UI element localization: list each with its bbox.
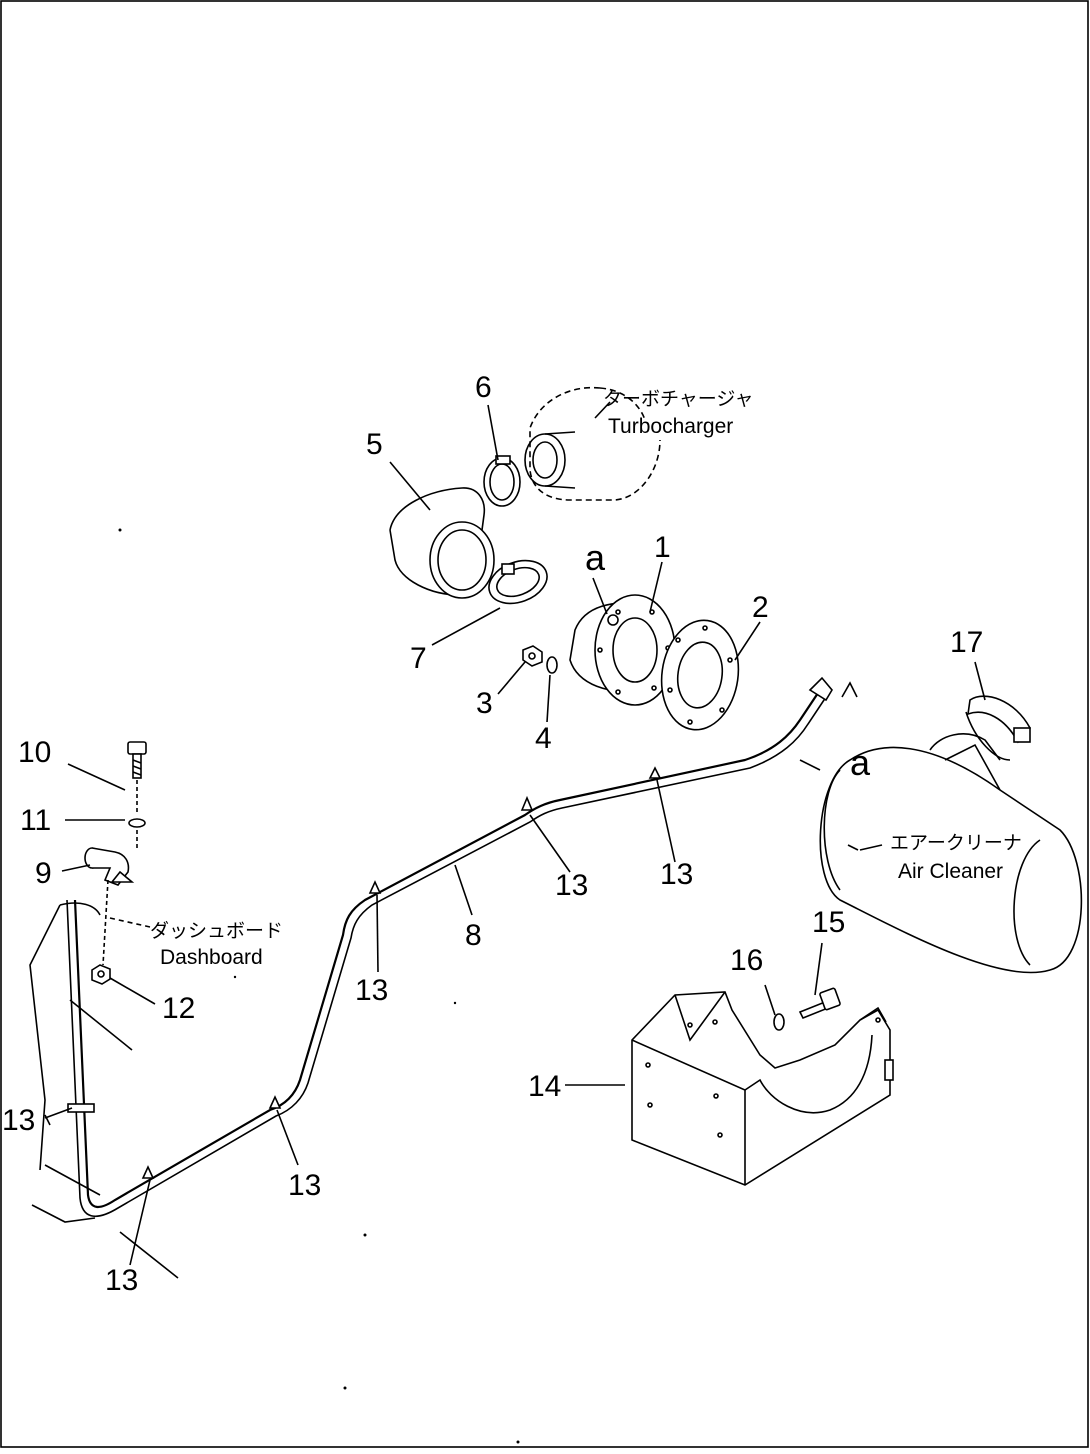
- part-number-1: 1: [654, 531, 671, 564]
- part-number-9: 9: [35, 857, 52, 890]
- part-14-bracket: [631, 991, 894, 1186]
- part-number-13: 13: [555, 869, 588, 902]
- part-7-clamp: [488, 559, 548, 605]
- part-12-nut: [91, 964, 111, 985]
- air-cleaner-label-jp: エアークリーナ: [890, 832, 1022, 854]
- port-a-fitting: [607, 614, 619, 626]
- turbocharger: [524, 386, 661, 501]
- part-number-4: 4: [535, 722, 552, 755]
- part-number-15: 15: [812, 906, 845, 939]
- part-5-hose: [389, 487, 495, 599]
- part-number-12: 12: [162, 992, 195, 1025]
- turbocharger-label: Turbocharger: [608, 415, 733, 438]
- dashboard-label-jp: ダッシュボード: [150, 920, 283, 942]
- part-11-washer: [128, 818, 146, 828]
- part-number-10: 10: [18, 736, 51, 769]
- text-labels: ターボチャージャ Turbocharger エアークリーナ Air Cleane…: [2, 371, 1022, 1297]
- part-number-2: 2: [752, 591, 769, 624]
- part-16-washer: [773, 1013, 785, 1031]
- dashboard-label: Dashboard: [160, 946, 263, 969]
- part-number-11: 11: [20, 804, 51, 837]
- leader-lines: [44, 401, 986, 1266]
- assembly-guide-lines: [102, 780, 138, 966]
- part-number-7: 7: [410, 642, 427, 675]
- part-4-washer: [546, 656, 558, 674]
- part-15-bolt: [798, 987, 841, 1020]
- part-number-13: 13: [660, 858, 693, 891]
- part-10-bolt: [127, 741, 147, 779]
- part-number-17: 17: [950, 626, 983, 659]
- pipe-clamps: [67, 766, 662, 1179]
- part-number-14: 14: [528, 1070, 561, 1103]
- ref-a-label: a: [850, 742, 871, 783]
- ref-a-label: a: [585, 537, 606, 578]
- part-17-clamp: [965, 695, 1031, 761]
- turbocharger-label-jp: ターボチャージャ: [603, 388, 753, 410]
- part-number-13: 13: [2, 1104, 35, 1137]
- part-number-5: 5: [366, 428, 383, 461]
- part-number-6: 6: [475, 371, 492, 404]
- part-6-clamp: [483, 455, 521, 507]
- part-number-8: 8: [465, 919, 482, 952]
- air-cleaner: [819, 733, 1083, 974]
- scan-specks: [118, 528, 520, 1444]
- part-number-13: 13: [355, 974, 388, 1007]
- part-8-pipe: [66, 676, 858, 1218]
- part-number-13: 13: [288, 1169, 321, 1202]
- part-number-13: 13: [105, 1264, 138, 1297]
- part-1-adapter: [569, 594, 676, 706]
- part-number-3: 3: [476, 687, 493, 720]
- dashboard-outline: [29, 902, 179, 1279]
- part-3-nut: [522, 645, 543, 667]
- part-9-elbow: [84, 847, 135, 886]
- air-cleaner-label: Air Cleaner: [898, 860, 1003, 883]
- part-number-16: 16: [730, 944, 763, 977]
- part-2-gasket: [660, 619, 740, 731]
